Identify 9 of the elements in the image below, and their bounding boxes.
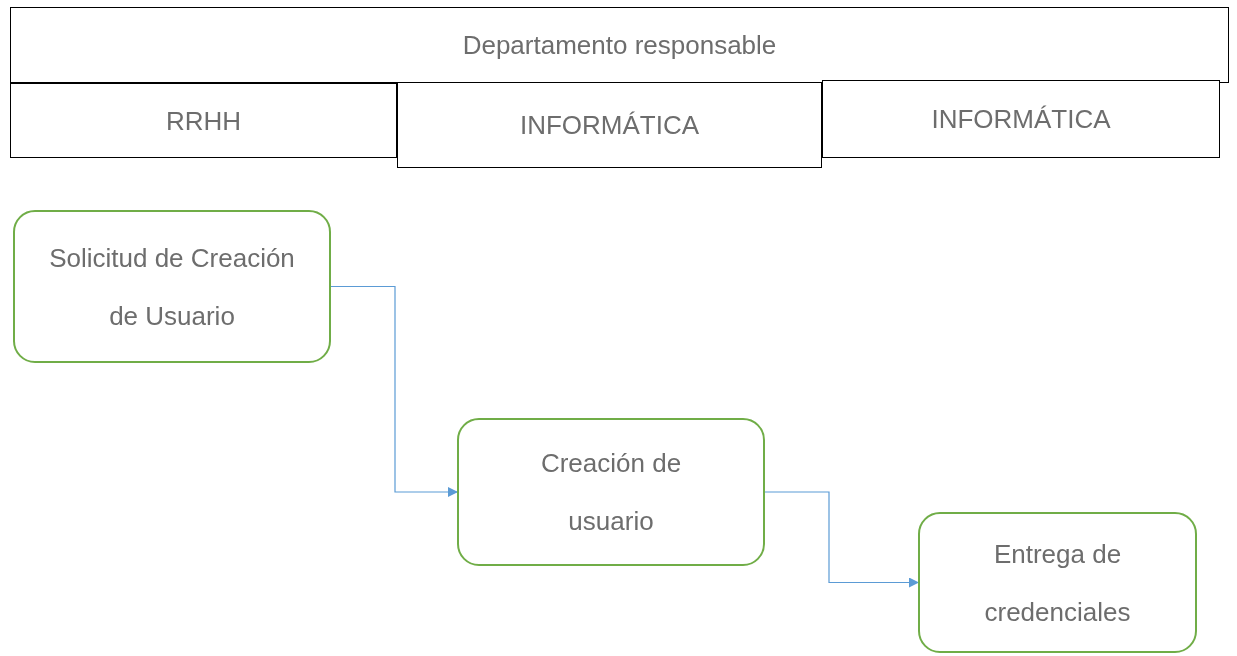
process-box: Entrega de credenciales — [918, 512, 1197, 653]
department-header-box: RRHH — [10, 83, 397, 158]
arrow — [764, 491, 919, 588]
department-header-box: Departamento responsable — [10, 7, 1229, 83]
arrow — [330, 285, 458, 497]
department-header-box: INFORMÁTICA — [822, 80, 1220, 158]
process-box: Creación de usuario — [457, 418, 765, 566]
process-box: Solicitud de Creación de Usuario — [13, 210, 331, 363]
department-header-box: INFORMÁTICA — [397, 82, 822, 168]
